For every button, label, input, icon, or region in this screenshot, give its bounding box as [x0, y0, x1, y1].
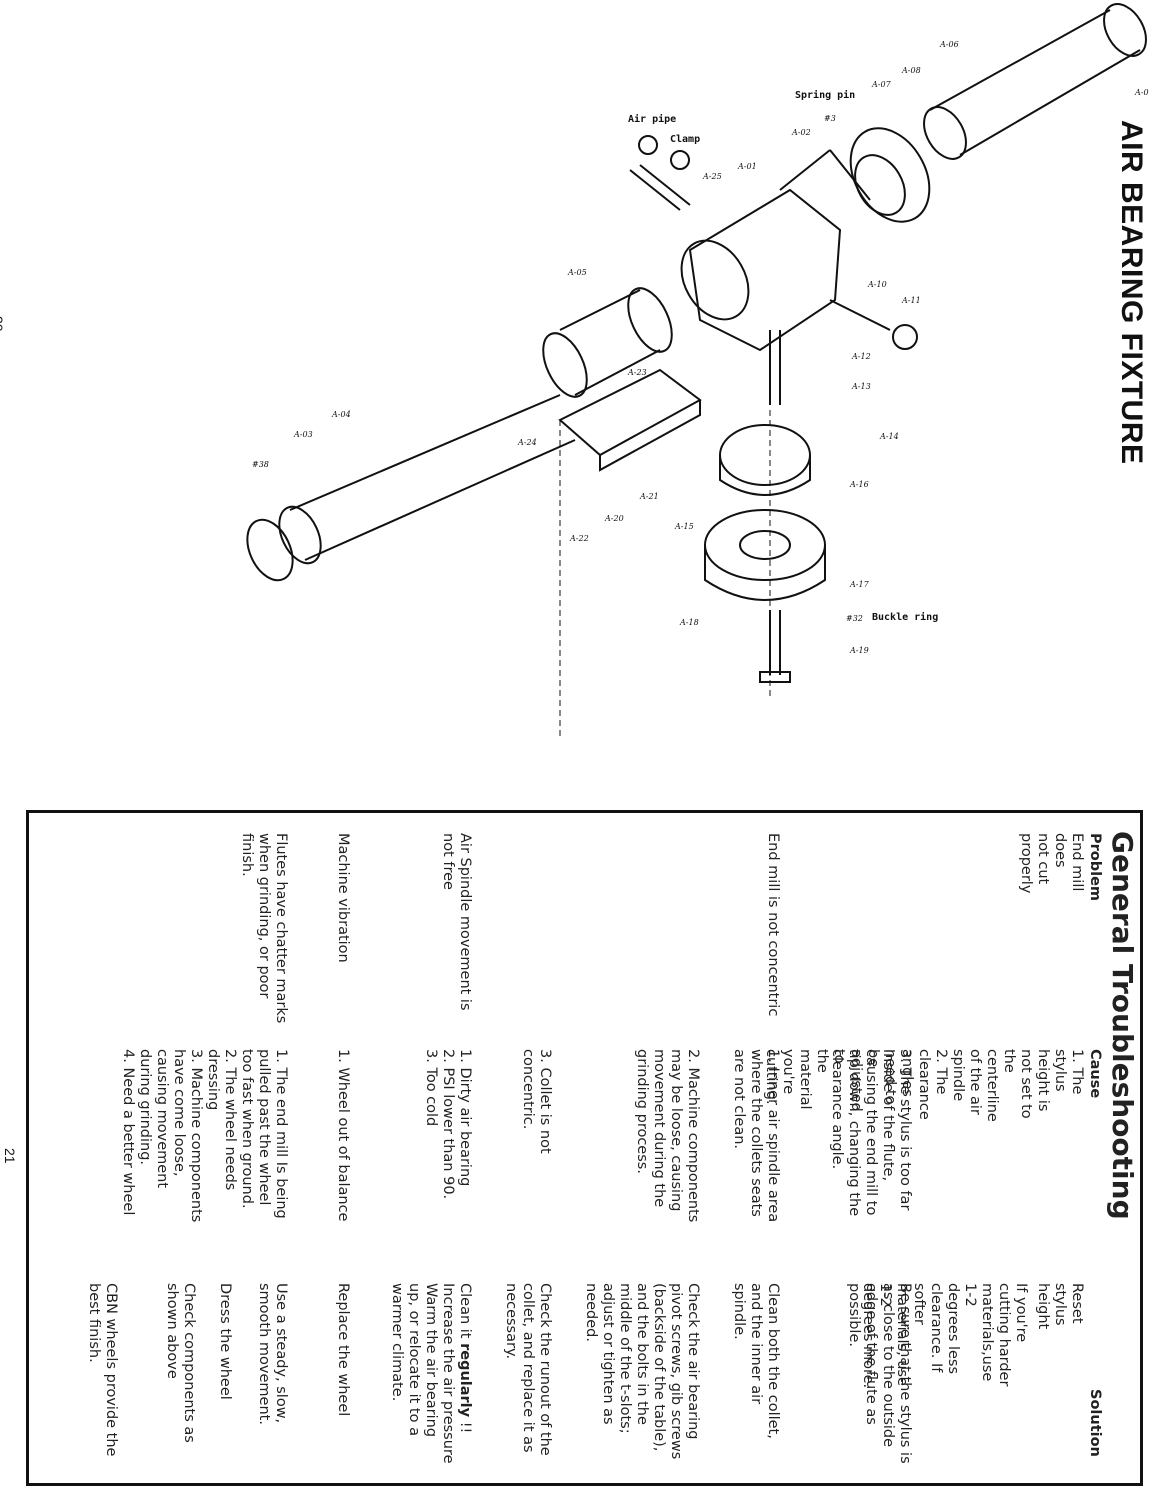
callout: A-05 — [568, 268, 587, 277]
solution-cell: Dress the wheel — [217, 1283, 233, 1400]
callout: A-03 — [294, 430, 313, 439]
callout: A-08 — [902, 66, 921, 75]
cause-cell: 1. Inner air spindle area where the coll… — [731, 1049, 781, 1223]
solution-cell: Replace the wheel — [335, 1283, 351, 1417]
spindle-icon — [278, 394, 576, 565]
solution-cell: Check components as shown above — [164, 1283, 197, 1443]
solution-cell: CBN wheels provide the best finish. — [86, 1283, 119, 1457]
callout: A-01 — [738, 162, 757, 171]
problem-header: Problem — [1087, 833, 1103, 902]
exploded-diagram — [246, 3, 1147, 740]
problem-cell: End mill does not cut properly — [1018, 833, 1085, 894]
callout: #32 — [846, 614, 863, 623]
base-ring-icon — [704, 509, 826, 601]
air-pipe-label: Air pipe — [628, 114, 677, 125]
solution-cell: Be sure that the stylus is as close to t… — [846, 1283, 913, 1464]
problem-cell: Air Spindle movement is not free — [440, 833, 473, 1011]
callout: A-06 — [940, 40, 959, 49]
cause-cell: 1. The end mill Is being pulled past the… — [120, 1049, 289, 1223]
problem-cell: Machine vibration — [335, 833, 351, 963]
air-pipe-icon — [629, 169, 681, 211]
cause-cell: 3. Collet is not concentric. — [520, 1049, 553, 1154]
callout: A-19 — [850, 646, 869, 655]
solution-header: Solution — [1087, 1389, 1103, 1457]
solution-cell: Check the runout of the collet, and repl… — [503, 1283, 553, 1456]
callout: A-04 — [332, 410, 351, 419]
page-number-left: 20 — [0, 316, 6, 332]
table-icon — [558, 368, 702, 472]
main-body-icon — [680, 149, 871, 352]
callout: A-07 — [872, 80, 891, 89]
problem-cell: End mill is not concentric — [765, 833, 781, 1017]
cause-header: Cause — [1087, 1049, 1103, 1099]
callout: A-10 — [868, 280, 887, 289]
callout: A-23 — [628, 368, 647, 377]
callout: A-22 — [570, 534, 589, 543]
solution-cell: Check the air bearing pivot screws, gib … — [583, 1283, 701, 1460]
turntable-icon — [719, 424, 811, 496]
spring-pin-label: Spring pin — [795, 90, 856, 101]
problem-cell: Flutes have chatter marks when grinding,… — [239, 833, 289, 1024]
cause-cell: 1. The stylus height is not set to the c… — [763, 1049, 1085, 1122]
sleeve-icon — [542, 287, 673, 398]
callout: A-12 — [852, 352, 871, 361]
solution-cell: Use a steady, slow, smooth movement. — [256, 1283, 289, 1425]
solution-cell: Reset stylus height — [1035, 1283, 1085, 1330]
solution-cell: Clean both the collet, and the inner air… — [731, 1283, 781, 1439]
cause-cell: 2. Machine components may be loose, caus… — [634, 1049, 701, 1223]
callout: A-20 — [605, 514, 624, 523]
callout: A-11 — [902, 296, 921, 305]
cause-cell: 1. Wheel out of balance — [335, 1049, 351, 1222]
callout: A-25 — [703, 172, 722, 181]
solution-cell: Clean it regularly !! Increase the air p… — [389, 1283, 473, 1464]
troubleshooting-title: General Troubleshooting — [1106, 831, 1139, 1220]
callout: A-21 — [640, 492, 659, 501]
bolt-icon — [829, 299, 891, 331]
cause-cell: 1. Dirty air bearing 2. PSI lower than 9… — [423, 1049, 473, 1200]
callout: A-14 — [880, 432, 899, 441]
callout: A-15 — [675, 522, 694, 531]
long-tube-icon — [923, 3, 1147, 160]
callout: A-13 — [852, 382, 871, 391]
troubleshooting-box: General Troubleshooting Problem Cause So… — [26, 810, 1143, 1486]
clamp-label: Clamp — [670, 134, 701, 145]
callout: A-17 — [850, 580, 869, 589]
buckle-ring-label: Buckle ring — [872, 612, 939, 623]
callout: A-0 — [1135, 88, 1149, 97]
callout: A-18 — [680, 618, 699, 627]
callout: #3 — [824, 114, 836, 123]
page-number-right: 21 — [2, 1148, 18, 1164]
cause-cell: 3. The stylus is too far inside of the f… — [829, 1049, 913, 1217]
snap-ring-icon — [246, 518, 294, 582]
callout: A-16 — [850, 480, 869, 489]
callout: A-02 — [792, 128, 811, 137]
gear-ring-icon — [849, 127, 931, 223]
callout: #38 — [252, 460, 269, 469]
callout: A-24 — [518, 438, 537, 447]
